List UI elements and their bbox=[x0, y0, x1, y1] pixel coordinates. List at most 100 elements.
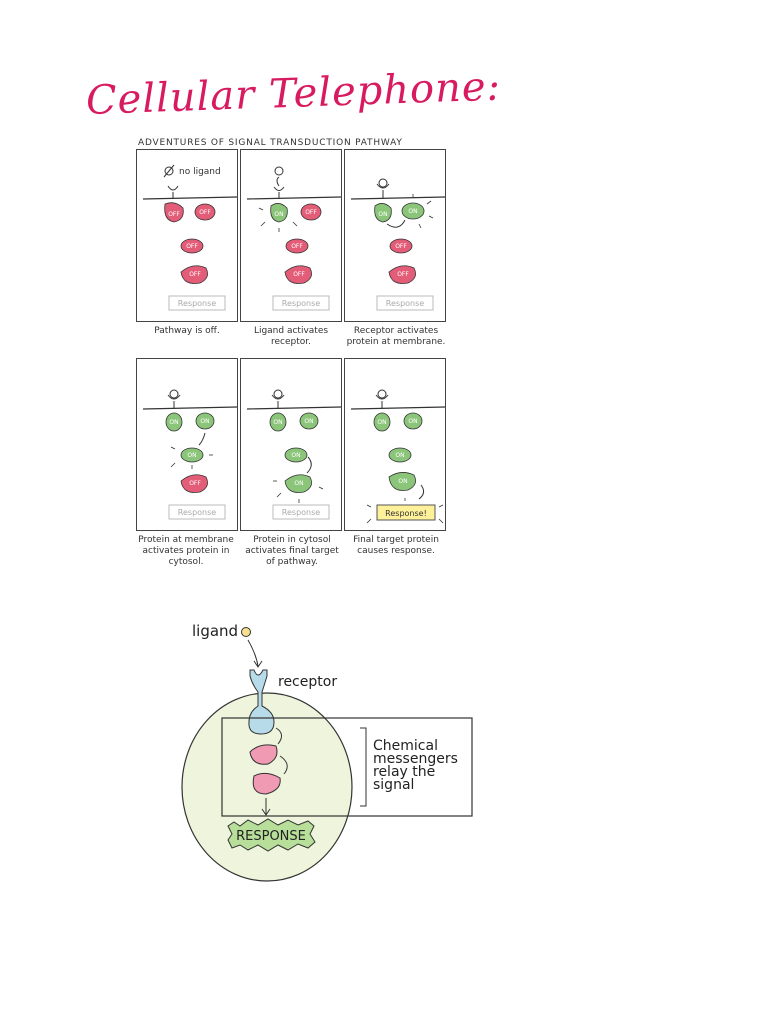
protein-on: ON bbox=[284, 447, 308, 463]
arrow-icon bbox=[386, 219, 406, 228]
svg-text:ON: ON bbox=[169, 419, 178, 426]
svg-text:Response!: Response! bbox=[385, 509, 427, 518]
glow-marks bbox=[273, 480, 324, 503]
ligand-label: ligand bbox=[192, 622, 238, 640]
membrane-line bbox=[142, 406, 238, 410]
svg-text:OFF: OFF bbox=[189, 271, 201, 278]
relay-note: Chemical messengers relay the signal bbox=[373, 738, 458, 793]
messenger-protein bbox=[252, 772, 281, 795]
panel-3: ON ON OFF OFF Response bbox=[344, 149, 446, 322]
ligand-icon bbox=[378, 178, 388, 188]
svg-text:ON: ON bbox=[274, 211, 283, 218]
page-title: Cellular Telephone: bbox=[85, 63, 502, 124]
ligand-icon bbox=[169, 389, 179, 399]
panel-5: ON ON ON ON Response bbox=[240, 358, 342, 531]
protein-on: ON bbox=[388, 447, 412, 463]
protein-on: ON bbox=[284, 474, 312, 493]
protein-off: OFF bbox=[388, 265, 416, 284]
response-starburst bbox=[227, 818, 316, 852]
protein-on: ON bbox=[195, 412, 215, 430]
ligand-icon bbox=[273, 389, 283, 399]
svg-text:ON: ON bbox=[395, 452, 404, 459]
membrane-line bbox=[350, 406, 446, 410]
no-ligand-label: no ligand bbox=[179, 167, 221, 177]
svg-text:ON: ON bbox=[378, 211, 387, 218]
svg-text:ON: ON bbox=[291, 452, 300, 459]
protein-off: OFF bbox=[389, 238, 413, 254]
protein-off: OFF bbox=[164, 202, 184, 223]
arrow-icon bbox=[276, 176, 280, 187]
svg-text:Response: Response bbox=[282, 508, 321, 517]
arrow-head-icon bbox=[261, 808, 271, 816]
svg-text:OFF: OFF bbox=[293, 271, 305, 278]
svg-text:OFF: OFF bbox=[397, 271, 409, 278]
svg-text:ON: ON bbox=[398, 478, 407, 485]
null-ligand-icon bbox=[163, 164, 175, 178]
svg-text:OFF: OFF bbox=[186, 243, 198, 250]
cell-diagram: ligand receptor RESPONSE bbox=[181, 622, 473, 882]
svg-text:ON: ON bbox=[294, 480, 303, 487]
response-box: Response bbox=[272, 504, 330, 520]
glow-marks bbox=[170, 446, 213, 469]
arrow-icon bbox=[247, 639, 259, 667]
response-box-active: Response! bbox=[376, 504, 436, 521]
receptor-icon bbox=[375, 394, 389, 409]
panel-4: ON ON ON OFF Response bbox=[136, 358, 238, 531]
arrow-icon bbox=[306, 456, 312, 474]
panel-1-caption: Pathway is off. bbox=[154, 326, 220, 336]
glow-marks bbox=[258, 207, 298, 232]
arrow-icon bbox=[279, 755, 288, 775]
svg-text:ON: ON bbox=[408, 418, 417, 425]
response-box: Response bbox=[168, 295, 226, 311]
ligand-icon bbox=[241, 627, 251, 637]
protein-on: ON bbox=[165, 412, 183, 432]
receptor-icon bbox=[167, 394, 181, 409]
protein-off: OFF bbox=[180, 474, 208, 493]
membrane-line bbox=[246, 406, 342, 410]
arrow-head-icon bbox=[253, 660, 263, 668]
svg-text:OFF: OFF bbox=[291, 243, 303, 250]
response-box: Response bbox=[376, 295, 434, 311]
glow-marks bbox=[412, 194, 434, 229]
protein-on: ON bbox=[374, 203, 392, 223]
protein-on: ON bbox=[401, 202, 425, 220]
protein-on: ON bbox=[373, 412, 391, 432]
response-box: Response bbox=[168, 504, 226, 520]
svg-text:ON: ON bbox=[187, 452, 196, 459]
ligand-icon bbox=[274, 166, 284, 176]
protein-off: OFF bbox=[194, 203, 216, 221]
receptor-icon bbox=[376, 183, 390, 199]
arrow-icon bbox=[275, 727, 282, 745]
svg-text:OFF: OFF bbox=[305, 209, 317, 216]
protein-on: ON bbox=[270, 203, 288, 223]
membrane-line bbox=[142, 196, 238, 200]
svg-text:ON: ON bbox=[377, 419, 386, 426]
response-box: Response bbox=[272, 295, 330, 311]
response-label: RESPONSE bbox=[236, 829, 306, 844]
ligand-icon bbox=[377, 389, 387, 399]
protein-off: OFF bbox=[284, 265, 312, 284]
protein-off: OFF bbox=[180, 238, 204, 254]
protein-off: OFF bbox=[285, 238, 309, 254]
protein-on: ON bbox=[388, 472, 416, 491]
arrow-icon bbox=[418, 484, 425, 500]
membrane-line bbox=[246, 196, 342, 200]
svg-text:ON: ON bbox=[304, 418, 313, 425]
panel-1: no ligand OFF OFF OFF OFF Response bbox=[136, 149, 238, 322]
svg-text:Response: Response bbox=[282, 299, 321, 308]
receptor-icon bbox=[271, 394, 285, 409]
svg-text:ON: ON bbox=[273, 419, 282, 426]
membrane-line bbox=[350, 196, 446, 200]
receptor-icon bbox=[167, 185, 179, 199]
svg-text:OFF: OFF bbox=[199, 209, 211, 216]
svg-text:ON: ON bbox=[200, 418, 209, 425]
messenger-protein bbox=[249, 744, 278, 765]
svg-text:Response: Response bbox=[178, 508, 217, 517]
protein-on: ON bbox=[180, 447, 204, 463]
receptor-label: receptor bbox=[278, 674, 337, 690]
